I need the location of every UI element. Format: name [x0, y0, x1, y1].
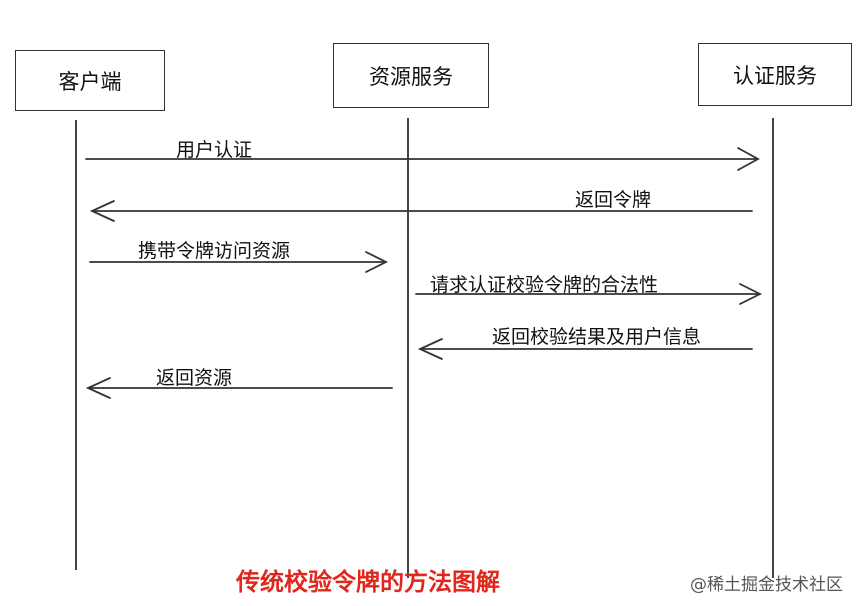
arrow-validate-token	[415, 283, 763, 305]
message-label-validate-token: 请求认证校验令牌的合法性	[430, 274, 659, 296]
actor-resource-service: 资源服务	[333, 43, 489, 108]
lifeline-resource-service	[407, 118, 409, 578]
arrow-return-validation	[417, 338, 753, 360]
diagram-caption: 传统校验令牌的方法图解	[236, 568, 500, 596]
arrow-return-resource	[85, 377, 393, 399]
message-label-return-token: 返回令牌	[575, 189, 652, 211]
watermark: @稀土掘金技术社区	[690, 575, 843, 595]
message-label-return-resource: 返回资源	[156, 367, 233, 389]
actor-auth-label: 认证服务	[733, 63, 817, 88]
lifeline-client	[75, 120, 77, 570]
lifeline-auth-service	[772, 118, 774, 578]
message-label-user-auth: 用户认证	[176, 139, 253, 161]
arrow-return-token	[89, 200, 753, 222]
message-label-access-resource: 携带令牌访问资源	[138, 240, 291, 262]
actor-client: 客户端	[15, 50, 165, 111]
arrow-access-resource	[89, 251, 389, 273]
actor-auth-service: 认证服务	[698, 43, 852, 106]
arrow-user-auth	[85, 147, 760, 171]
actor-client-label: 客户端	[58, 69, 122, 94]
actor-resource-label: 资源服务	[369, 64, 453, 89]
message-label-return-validation: 返回校验结果及用户信息	[492, 326, 702, 348]
